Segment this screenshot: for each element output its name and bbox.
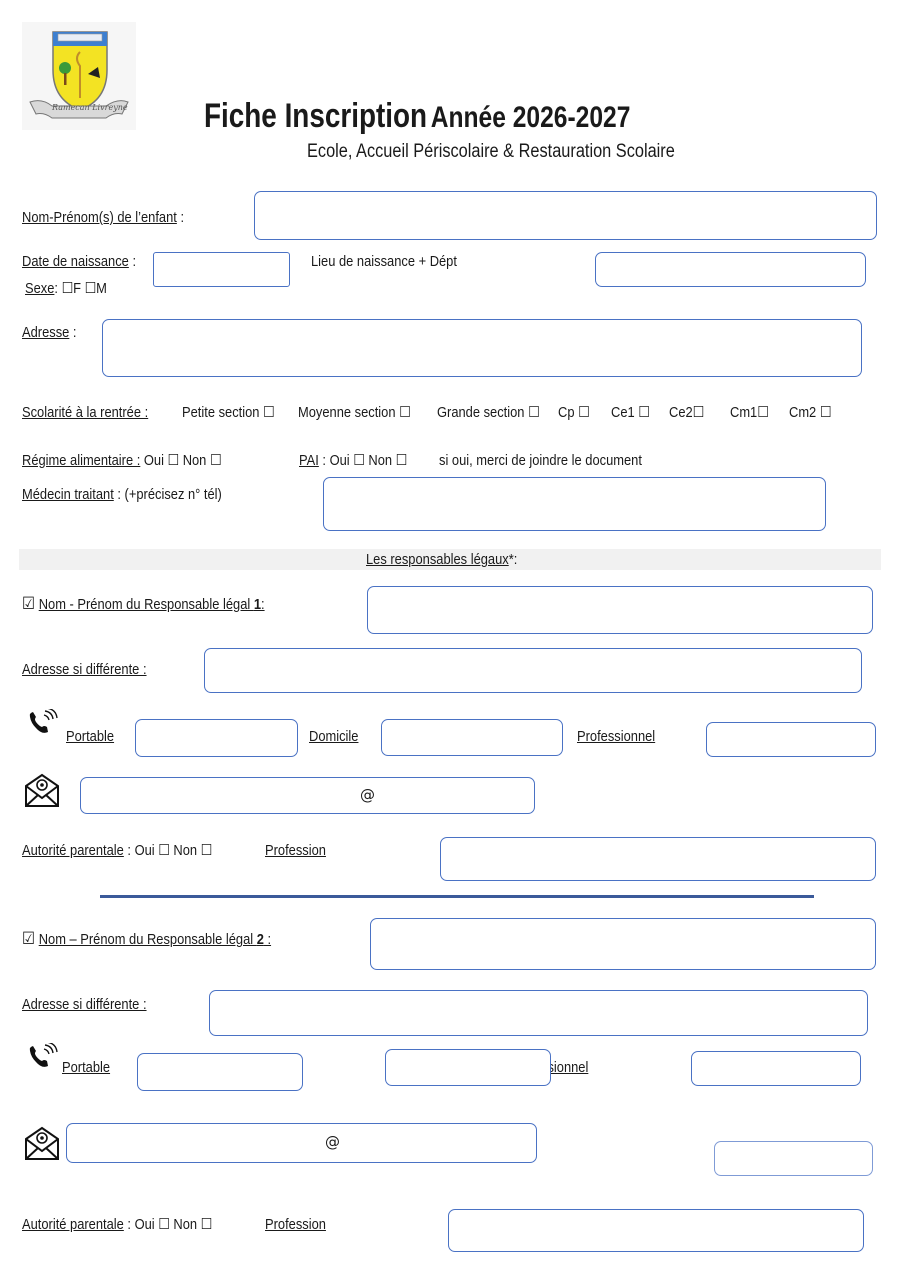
g2-work-label-partial: ssionnel (541, 1059, 589, 1076)
g2-home-field[interactable] (385, 1049, 551, 1086)
crest-logo: Ramecan Livreyne (22, 22, 136, 130)
g1-name-field[interactable] (367, 586, 873, 634)
g2-profession-field[interactable] (448, 1209, 864, 1252)
child-name-field[interactable] (254, 191, 877, 240)
g2-profession-label: Profession (265, 1216, 326, 1233)
g2-name-field[interactable] (370, 918, 876, 970)
g2-work-field[interactable] (691, 1051, 861, 1086)
g1-address-label: Adresse si différente : (22, 661, 147, 678)
g1-profession-label: Profession (265, 842, 326, 859)
page-title: Fiche Inscription Année 2026-2027 (204, 97, 630, 136)
g2-authority-selector[interactable]: Autorité parentale : Oui ☐ Non ☐ (22, 1216, 213, 1233)
level-cp[interactable]: Cp ☐ (558, 404, 590, 421)
g1-email-at-sign: @ (360, 786, 375, 804)
g1-authority-selector[interactable]: Autorité parentale : Oui ☐ Non ☐ (22, 842, 213, 859)
g1-work-label: Professionnel (577, 728, 656, 745)
g1-profession-field[interactable] (440, 837, 876, 881)
g1-home-label: Domicile (309, 728, 359, 745)
pai-note: si oui, merci de joindre le document (439, 452, 642, 469)
level-petite-section[interactable]: Petite section ☐ (182, 404, 275, 421)
g1-checkbox-icon: ☑ (22, 594, 36, 614)
dob-field[interactable] (153, 252, 290, 287)
g1-mobile-label: Portable (66, 728, 115, 745)
address-label: Adresse : (22, 324, 77, 341)
sex-selector[interactable]: Sexe: ☐F ☐M (25, 280, 107, 297)
g2-email-icon (25, 1126, 59, 1160)
g1-home-field[interactable] (381, 719, 563, 756)
g1-name-label: ☑ Nom - Prénom du Responsable légal 1: (22, 594, 265, 614)
g2-mobile-label: Portable (62, 1059, 111, 1076)
level-ce1[interactable]: Ce1 ☐ (611, 404, 650, 421)
g2-extra-field[interactable] (714, 1141, 873, 1176)
level-ce2[interactable]: Ce2☐ (669, 404, 705, 421)
g2-email-at-sign: @ (325, 1133, 340, 1151)
g2-checkbox-icon: ☑ (22, 929, 36, 949)
guardian-divider (100, 895, 814, 898)
schooling-label: Scolarité à la rentrée : (22, 404, 149, 421)
g2-address-field[interactable] (209, 990, 868, 1036)
birthplace-field[interactable] (595, 252, 866, 287)
g2-mobile-field[interactable] (137, 1053, 303, 1091)
title-year: Année 2026-2027 (430, 101, 631, 134)
title-main: Fiche Inscription (204, 97, 428, 135)
g1-work-field[interactable] (706, 722, 876, 757)
g1-mobile-field[interactable] (135, 719, 298, 757)
guardians-section-band (19, 549, 881, 570)
g2-phone-icon (29, 1043, 58, 1067)
g1-email-field[interactable] (80, 777, 535, 814)
g1-phone-icon (29, 709, 58, 733)
level-cm1[interactable]: Cm1☐ (730, 404, 769, 421)
g1-address-field[interactable] (204, 648, 862, 693)
g1-email-icon (25, 773, 59, 807)
g2-name-label: ☑ Nom – Prénom du Responsable légal 2 : (22, 929, 272, 949)
coat-of-arms-icon (29, 31, 129, 119)
guardians-section-title: Les responsables légaux*: (366, 551, 518, 568)
birthplace-label: Lieu de naissance + Dépt (311, 253, 457, 270)
address-field[interactable] (102, 319, 862, 377)
child-name-label: Nom-Prénom(s) de l’enfant : (22, 209, 185, 226)
g2-address-label: Adresse si différente : (22, 996, 147, 1013)
level-moyenne-section[interactable]: Moyenne section ☐ (298, 404, 411, 421)
crest-ribbon-text: Ramecan Livreyne (52, 103, 128, 112)
level-grande-section[interactable]: Grande section ☐ (437, 404, 540, 421)
pai-selector[interactable]: PAI : Oui ☐ Non ☐ (299, 452, 408, 469)
page-subtitle: Ecole, Accueil Périscolaire & Restaurati… (307, 141, 675, 162)
dob-label: Date de naissance : (22, 253, 137, 270)
diet-selector[interactable]: Régime alimentaire : Oui ☐ Non ☐ (22, 452, 222, 469)
doctor-field[interactable] (323, 477, 826, 531)
level-cm2[interactable]: Cm2 ☐ (789, 404, 832, 421)
g2-email-field[interactable] (66, 1123, 537, 1163)
doctor-label: Médecin traitant : (+précisez n° tél) (22, 486, 222, 503)
